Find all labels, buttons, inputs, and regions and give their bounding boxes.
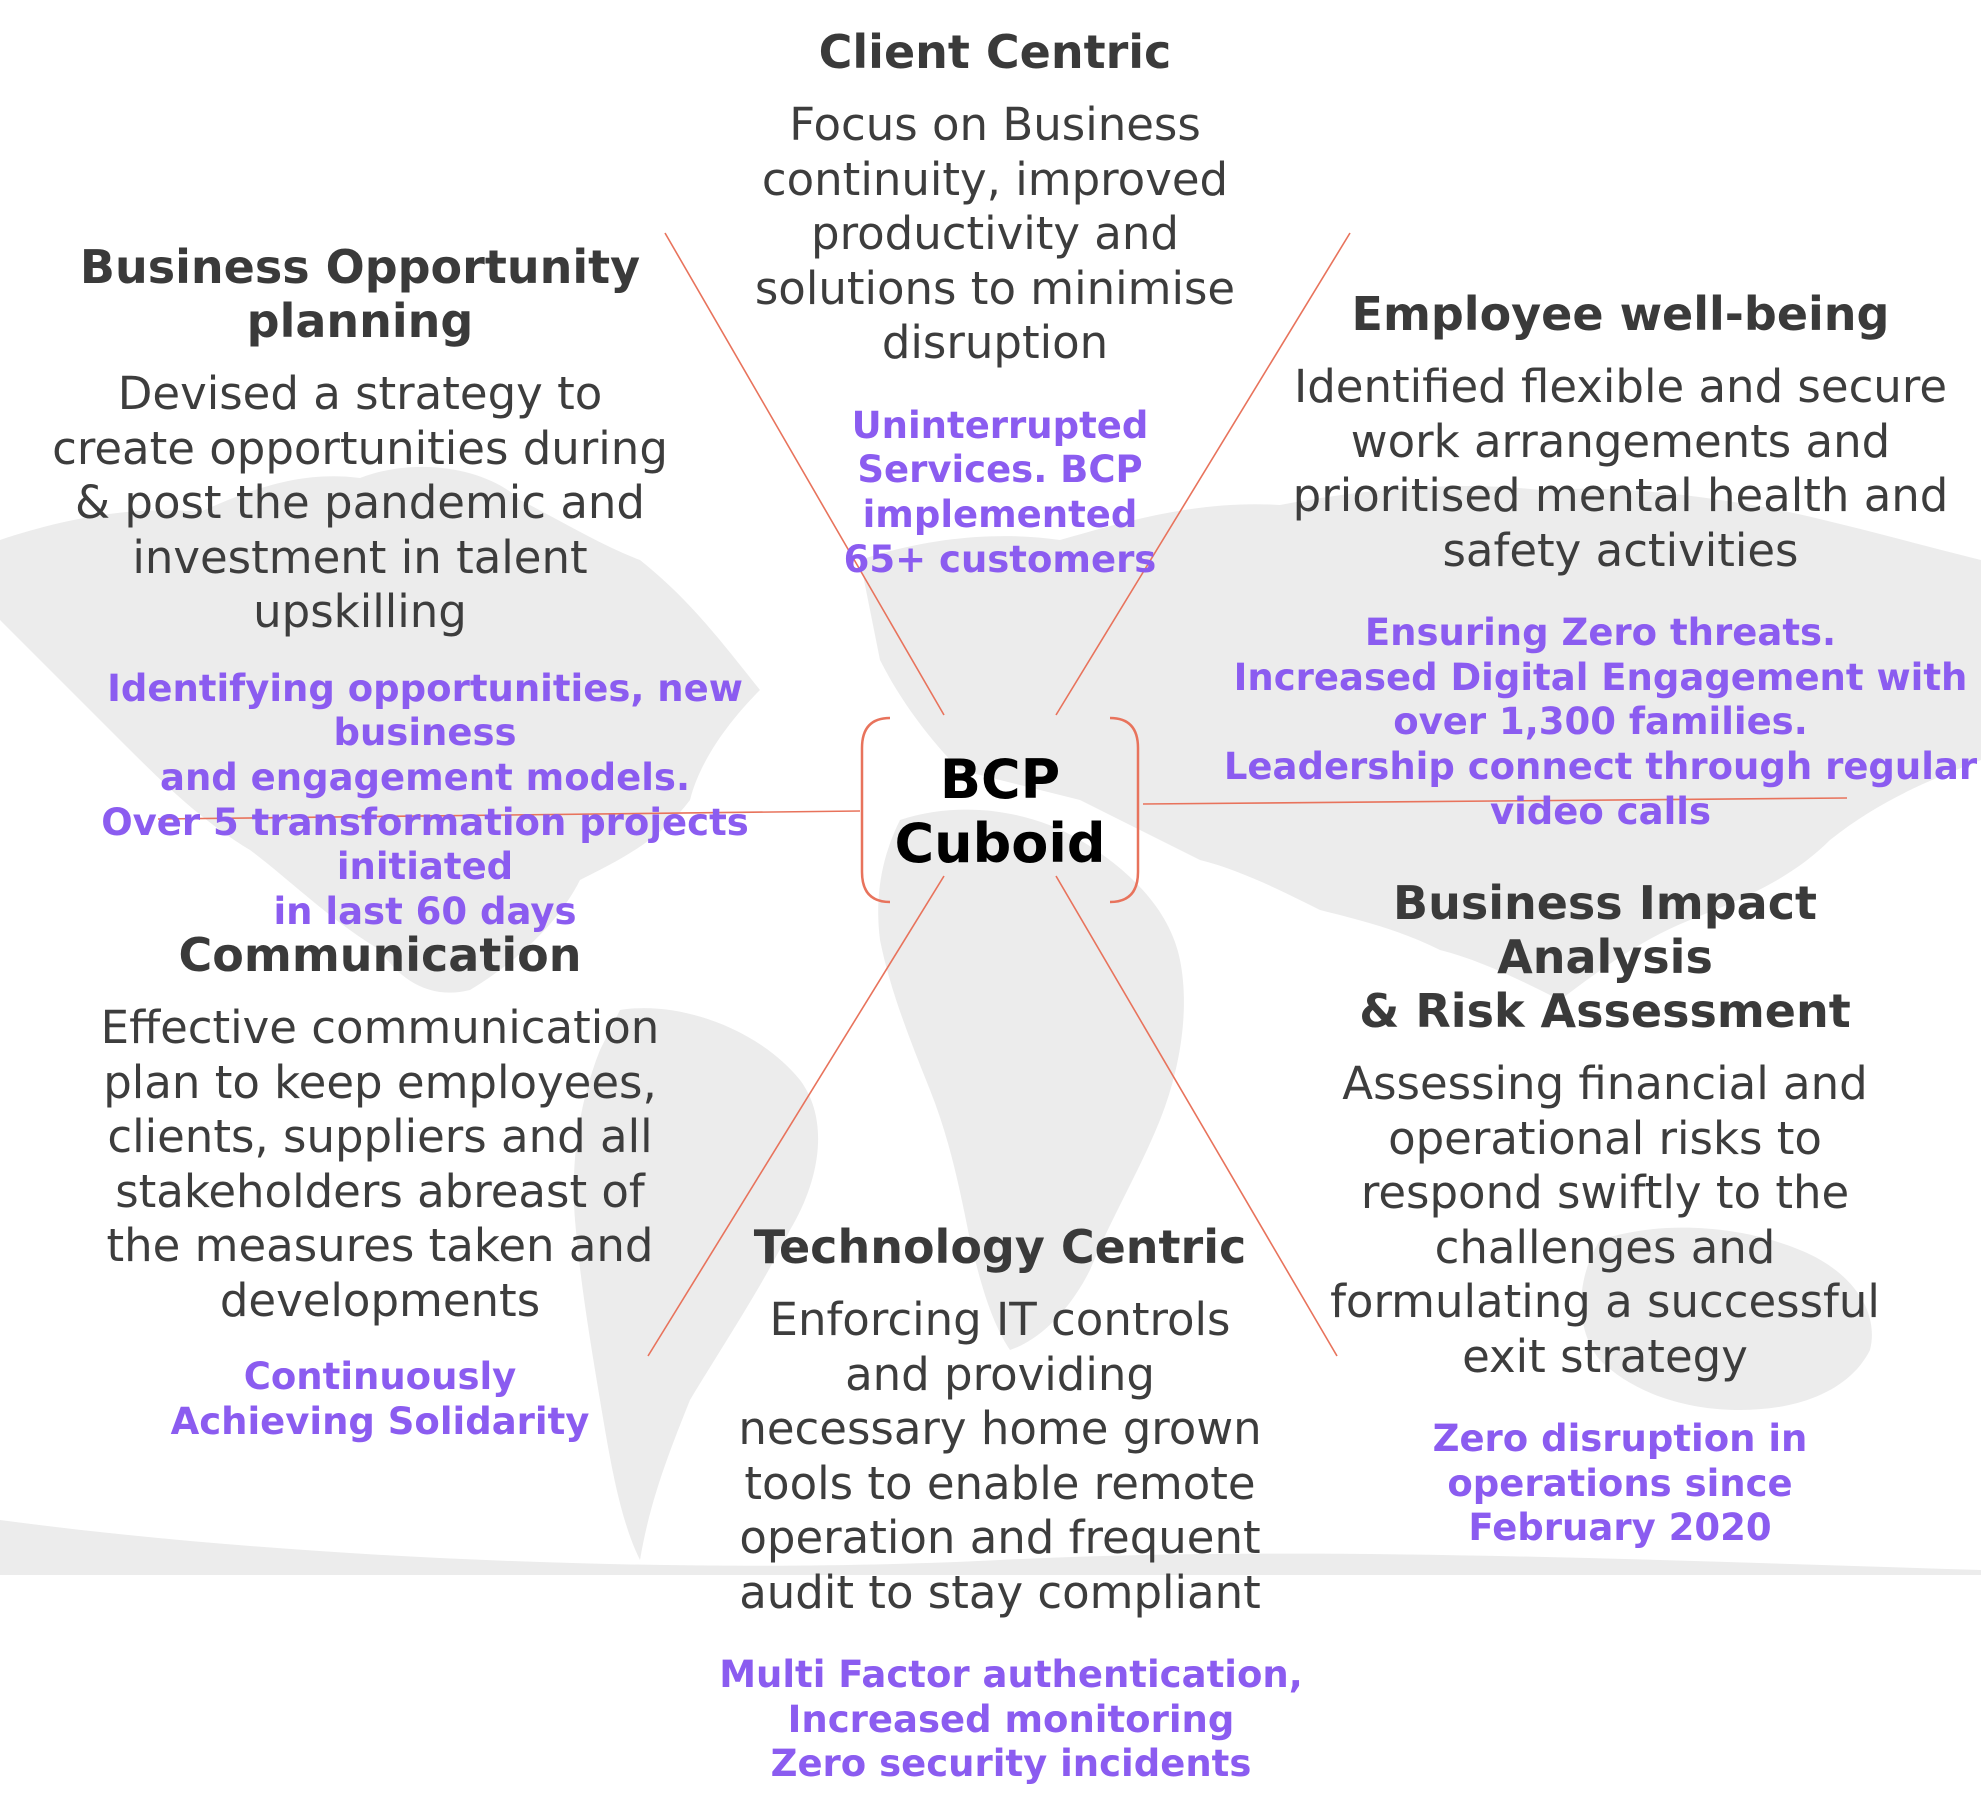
world-map-background	[0, 466, 1981, 1575]
section-description: Focus on Business continuity, improved p…	[754, 98, 1236, 369]
connector-line-top-right	[1055, 232, 1351, 716]
section-highlight: Uninterrupted Services. BCP implemented …	[843, 403, 1157, 581]
section-highlight: Multi Factor authentication, Increased m…	[719, 1653, 1303, 1786]
center-title: BCP Cuboid	[894, 748, 1106, 875]
section-highlight: Ensuring Zero threats. Increased Digital…	[1223, 611, 1978, 833]
section-description: Enforcing IT controls and providing nece…	[738, 1293, 1262, 1619]
section-description: Devised a strategy to create opportuniti…	[52, 367, 668, 638]
section-communication: Communication Effective communication pl…	[70, 909, 690, 1463]
section-business-impact: Business Impact Analysis & Risk Assessme…	[1290, 857, 1920, 1570]
connector-lines	[157, 232, 1848, 1357]
section-highlight: Identifying opportunities, new business …	[101, 666, 749, 934]
section-highlight: Continuously Achieving Solidarity	[170, 1355, 590, 1443]
section-heading: Employee well-being	[1351, 287, 1890, 341]
connector-line-right	[1142, 797, 1848, 805]
section-highlight: Zero disruption in operations since Febr…	[1432, 1417, 1808, 1550]
section-heading: Business Impact Analysis & Risk Assessme…	[1359, 876, 1851, 1038]
section-description: Effective communication plan to keep emp…	[100, 1001, 660, 1327]
section-heading: Technology Centric	[753, 1220, 1247, 1274]
section-heading: Business Opportunity planning	[79, 240, 641, 348]
section-heading: Communication	[178, 928, 582, 982]
section-heading: Client Centric	[818, 25, 1172, 79]
diagram-canvas	[0, 232, 1981, 1575]
section-employee-wellbeing: Employee well-being Identified flexible …	[1220, 268, 1981, 854]
section-client-centric: Client Centric Focus on Business continu…	[715, 6, 1275, 601]
connector-line-left	[157, 810, 861, 820]
section-description: Identified flexible and secure work arra…	[1292, 360, 1949, 577]
connector-line-bottom-left	[647, 875, 945, 1357]
connector-line-top-left	[664, 232, 945, 716]
section-business-opportunity: Business Opportunity planning Devised a …	[10, 221, 840, 954]
section-technology-centric: Technology Centric Enforcing IT controls…	[690, 1201, 1310, 1806]
connector-line-bottom-right	[1055, 875, 1338, 1357]
section-description: Assessing financial and operational risk…	[1330, 1057, 1880, 1383]
center-bracket	[860, 716, 1140, 904]
